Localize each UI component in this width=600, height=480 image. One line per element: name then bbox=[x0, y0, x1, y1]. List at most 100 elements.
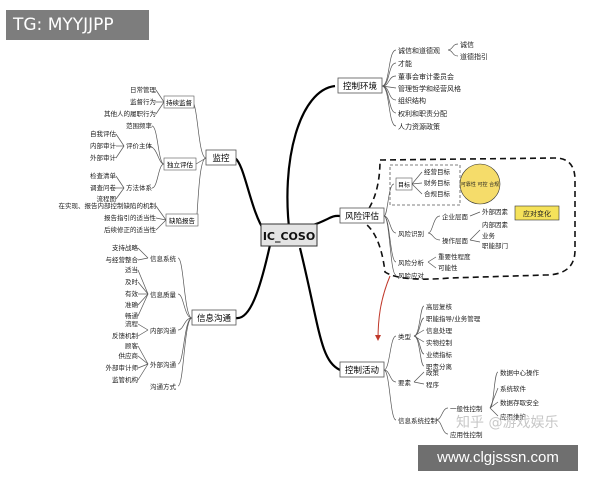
method-item: 调查问卷 bbox=[90, 183, 117, 192]
info-sys-subitem: 系统软件 bbox=[500, 384, 527, 393]
separate-label: 独立评估 bbox=[167, 160, 194, 169]
separate-item: 范围频率 bbox=[126, 121, 153, 130]
control-env-item: 权利和职责分配 bbox=[398, 109, 447, 118]
branch-monitoring[interactable]: 监控 bbox=[205, 149, 237, 166]
control-element-item: 政策 bbox=[426, 368, 440, 377]
info-quality-item: 及时 bbox=[125, 277, 139, 286]
info-quality-item: 准确 bbox=[125, 300, 139, 309]
objective-item: 合规目标 bbox=[424, 189, 451, 198]
objectives-items: 经营目标 财务目标 合规目标 bbox=[424, 167, 451, 198]
risk-to-control-arrow bbox=[375, 275, 391, 341]
monitoring-edges bbox=[115, 89, 207, 231]
comm-means-label: 沟通方式 bbox=[150, 382, 177, 391]
monitoring-label: 监控 bbox=[212, 153, 230, 164]
info-sys-control-item: 应用性控制 bbox=[450, 430, 483, 439]
risk-analysis-item: 可能性 bbox=[438, 263, 458, 272]
control-act-items: 类型 高层复核 职能指导/业务管理 信息处理 实物控制 业绩指标 职责分离 要素… bbox=[398, 302, 540, 439]
control-type-item: 职责分离 bbox=[426, 362, 453, 371]
branch-control-env[interactable]: 控制环境 bbox=[337, 77, 383, 94]
external-comm-label: 外部沟通 bbox=[150, 360, 177, 369]
info-comm-edges bbox=[137, 247, 193, 387]
ongoing-node[interactable]: 持续监督 bbox=[163, 95, 195, 109]
change-badge[interactable]: 应对变化 bbox=[514, 205, 560, 221]
info-comm-leaf-items: 支持战略 与经营整合 适当 及时 有效 准确 畅通 流程 反馈机制 顾客 供应商… bbox=[106, 243, 139, 384]
control-env-item: 才能 bbox=[398, 59, 412, 68]
control-env-subitem: 道德指引 bbox=[460, 52, 488, 61]
risk-identify-label: 风险识别 bbox=[398, 229, 424, 238]
control-env-item: 人力资源政策 bbox=[398, 122, 440, 131]
control-type-item: 高层复核 bbox=[426, 302, 453, 311]
zhihu-watermark: 知乎 @游戏娱乐 bbox=[456, 415, 559, 431]
reporting-node[interactable]: 缺陷报告 bbox=[165, 213, 199, 227]
info-quality-label: 信息质量 bbox=[150, 290, 177, 299]
center-label: IC_COSO bbox=[263, 230, 315, 243]
info-quality-item: 有效 bbox=[125, 289, 139, 298]
url-watermark: www.clgjsssn.com bbox=[418, 445, 578, 471]
ongoing-label: 持续监督 bbox=[166, 98, 193, 107]
risk-factor: 外部因素 bbox=[482, 207, 509, 216]
method-item: 流程图 bbox=[97, 194, 117, 203]
reporting-label: 缺陷报告 bbox=[169, 216, 196, 225]
info-comm-label: 信息沟通 bbox=[197, 313, 232, 324]
external-comm-item: 供应商 bbox=[119, 351, 139, 360]
method-item: 检查清单 bbox=[90, 171, 117, 180]
control-env-items: 诚信和道德观 才能 董事会审计委员会 管理哲学和经营风格 组织结构 权利和职责分… bbox=[398, 40, 488, 131]
monitoring-items: 日常管理 监督行为 其他人的履职行为 范围频率 评价主体 方法体系 自我评估 内… bbox=[59, 85, 157, 234]
branch-info-comm[interactable]: 信息沟通 bbox=[191, 309, 237, 326]
internal-comm-item: 反馈机制 bbox=[112, 331, 139, 340]
info-sys-subitem: 应用维护 bbox=[500, 412, 526, 421]
info-sys-label: 信息系统 bbox=[150, 254, 177, 263]
info-sys-subitem: 数据中心操作 bbox=[500, 368, 540, 377]
control-act-label: 控制活动 bbox=[345, 365, 380, 376]
info-sys-item: 支持战略 bbox=[112, 243, 139, 252]
info-sys-control-label: 信息系统控制 bbox=[398, 416, 438, 425]
risk-dashed-boundary bbox=[358, 157, 576, 280]
control-type-item: 业绩指标 bbox=[426, 350, 453, 359]
reliability-circle: 可靠性 可控 合规 bbox=[459, 163, 501, 205]
objectives-label: 目标 bbox=[398, 181, 410, 189]
risk-assess-label: 风险评估 bbox=[345, 211, 380, 222]
info-quality-item: 畅通 bbox=[125, 311, 139, 320]
control-env-item: 董事会审计委员会 bbox=[398, 72, 454, 81]
risk-analysis-label: 风险分析 bbox=[398, 258, 425, 267]
branch-control-act[interactable]: 控制活动 bbox=[339, 361, 385, 378]
internal-comm-item: 流程 bbox=[125, 319, 139, 328]
objective-item: 经营目标 bbox=[424, 167, 451, 176]
top-watermark: TG: MYYJJPP bbox=[6, 10, 149, 40]
reporting-item: 报告指引的适当性 bbox=[104, 213, 157, 222]
info-sys-subitem: 数据存取安全 bbox=[500, 398, 540, 407]
control-type-item: 实物控制 bbox=[426, 338, 453, 347]
control-element-label: 要素 bbox=[398, 378, 412, 387]
control-type-label: 类型 bbox=[398, 332, 412, 341]
eval-subject-item: 外部审计 bbox=[90, 153, 117, 162]
info-quality-item: 适当 bbox=[125, 265, 138, 274]
control-type-item: 职能指导/业务管理 bbox=[426, 314, 481, 323]
risk-edges bbox=[383, 171, 481, 276]
eval-subject-item: 内部审计 bbox=[90, 141, 117, 150]
risk-identify-item: 企业层面 bbox=[442, 212, 469, 221]
control-type-item: 信息处理 bbox=[426, 326, 453, 335]
ongoing-item: 日常管理 bbox=[130, 85, 157, 94]
info-sys-item: 与经营整合 bbox=[106, 255, 139, 264]
separate-item: 方法体系 bbox=[126, 183, 153, 192]
risk-analysis-item: 重要性程度 bbox=[438, 252, 471, 261]
internal-comm-label: 内部沟通 bbox=[150, 326, 177, 335]
ongoing-item: 其他人的履职行为 bbox=[104, 109, 156, 118]
reliability-circle-text: 可靠性 可控 合规 bbox=[461, 181, 499, 188]
external-comm-item: 外部审计师 bbox=[106, 363, 139, 372]
risk-factor: 职能部门 bbox=[482, 241, 508, 250]
reporting-item: 在实现、报告内部控制缺陷的机制 bbox=[59, 201, 157, 210]
risk-items: 风险识别 企业层面 操作层面 外部因素 内部因素 业务 职能部门 风险分析 重要… bbox=[398, 207, 509, 280]
branch-risk-assess[interactable]: 风险评估 bbox=[339, 207, 385, 224]
center-node[interactable]: IC_COSO bbox=[260, 223, 318, 247]
objectives-node[interactable]: 目标 bbox=[395, 177, 413, 191]
risk-identify-item: 操作层面 bbox=[442, 236, 469, 245]
control-env-item: 组织结构 bbox=[398, 96, 426, 105]
objective-item: 财务目标 bbox=[424, 178, 451, 187]
separate-node[interactable]: 独立评估 bbox=[163, 157, 197, 171]
control-env-subitem: 诚信 bbox=[460, 40, 474, 49]
control-env-label: 控制环境 bbox=[343, 81, 378, 92]
risk-factor: 业务 bbox=[482, 231, 496, 240]
info-comm-items: 信息系统 信息质量 内部沟通 外部沟通 沟通方式 bbox=[150, 254, 177, 391]
